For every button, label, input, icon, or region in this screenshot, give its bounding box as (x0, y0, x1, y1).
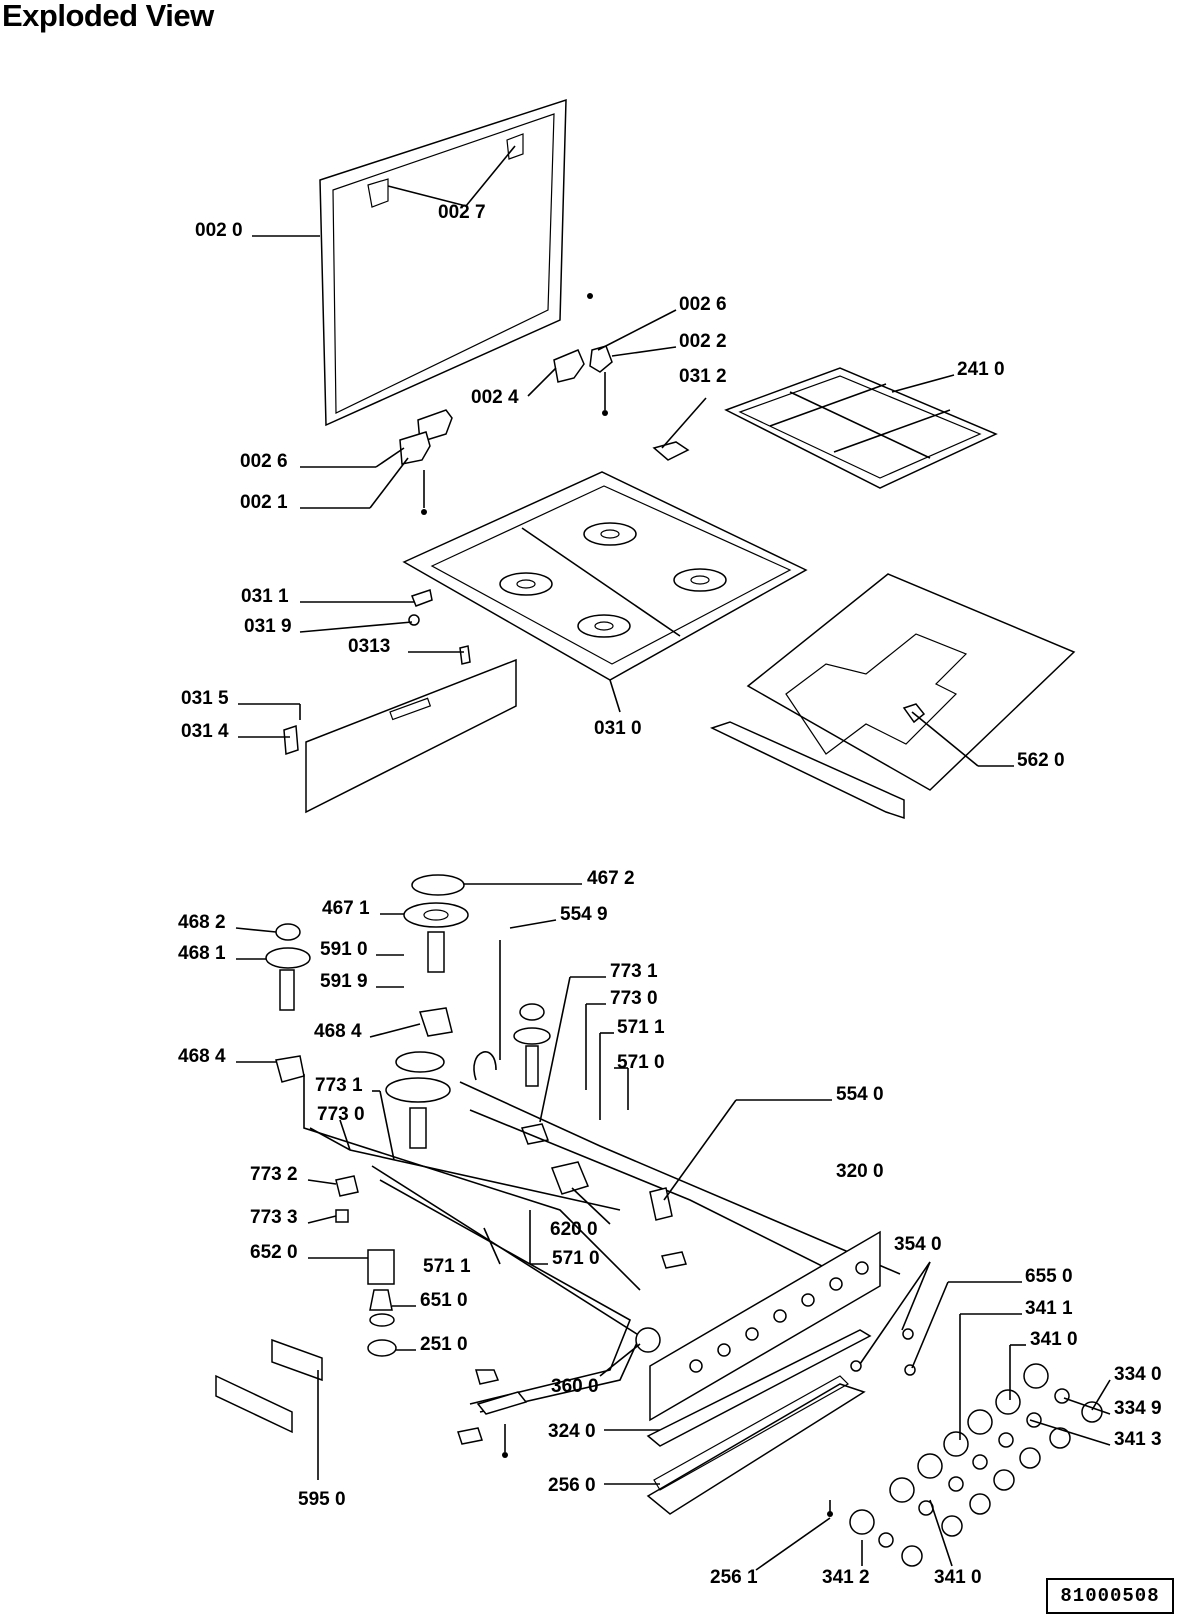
part-callout-label: 468 1 (178, 943, 226, 964)
part-callout-label: 571 0 (552, 1248, 600, 1269)
part-callout-label: 773 1 (315, 1075, 363, 1096)
part-callout-label: 002 2 (679, 331, 727, 352)
part-callout-label: 341 1 (1025, 1298, 1073, 1319)
part-callout-label: 467 2 (587, 868, 635, 889)
part-callout-label: 031 9 (244, 616, 292, 637)
part-callout-label: 571 1 (617, 1017, 665, 1038)
part-callout-label: 031 1 (241, 586, 289, 607)
page-title: Exploded View (2, 0, 214, 33)
hinge-parts (399, 293, 690, 515)
part-callout-label: 256 1 (710, 1567, 758, 1588)
front-strip-part (283, 589, 517, 814)
part-callout-label: 324 0 (548, 1421, 596, 1442)
part-callout-label: 773 0 (610, 988, 658, 1009)
part-callout-label: 251 0 (420, 1334, 468, 1355)
part-callout-label: 562 0 (1017, 750, 1065, 771)
part-callout-label: 467 1 (322, 898, 370, 919)
part-callout-label: 773 3 (250, 1207, 298, 1228)
part-callout-label: 320 0 (836, 1161, 884, 1182)
part-callout-label: 256 0 (548, 1475, 596, 1496)
part-callout-label: 031 0 (594, 718, 642, 739)
part-callout-label: 554 0 (836, 1084, 884, 1105)
part-callout-label: 652 0 (250, 1242, 298, 1263)
part-callout-label: 773 2 (250, 1164, 298, 1185)
part-callout-label: 241 0 (957, 359, 1005, 380)
part-callout-label: 341 3 (1114, 1429, 1162, 1450)
leader-lines (235, 145, 1111, 1571)
drawing-code: 81000508 (1060, 1585, 1160, 1607)
part-callout-label: 554 9 (560, 904, 608, 925)
part-callout-label: 468 4 (178, 1046, 226, 1067)
part-callout-label: 341 0 (934, 1567, 982, 1588)
part-callout-label: 031 5 (181, 688, 229, 709)
part-callout-label: 468 4 (314, 1021, 362, 1042)
part-callout-label: 651 0 (420, 1290, 468, 1311)
part-callout-label: 334 0 (1114, 1364, 1162, 1385)
knob-parts (827, 1363, 1103, 1567)
base-tray-part (710, 573, 1076, 820)
part-callout-label: 360 0 (551, 1376, 599, 1397)
part-callout-label: 334 9 (1114, 1398, 1162, 1419)
part-callout-label: 595 0 (298, 1489, 346, 1510)
part-callout-label: 002 6 (240, 451, 288, 472)
control-panel-part (646, 1230, 881, 1515)
hob-top-part (402, 471, 808, 681)
part-callout-label: 002 7 (438, 202, 486, 223)
part-callout-label: 031 4 (181, 721, 229, 742)
part-callout-label: 591 0 (320, 939, 368, 960)
part-callout-label: 620 0 (550, 1219, 598, 1240)
part-callout-label: 031 2 (679, 366, 727, 387)
part-callout-label: 002 1 (240, 492, 288, 513)
part-callout-label: 354 0 (894, 1234, 942, 1255)
burner-parts (265, 874, 551, 1149)
callout-labels: 002 0 002 7 002 6 002 2 002 4 031 2 241 0 002 6… (178, 202, 1162, 1588)
part-callout-label: 002 4 (471, 387, 519, 408)
part-callout-label: 341 2 (822, 1567, 870, 1588)
part-callout-label: 468 2 (178, 912, 226, 933)
part-callout-label: 002 6 (679, 294, 727, 315)
drawing-code-box: 81000508 (1046, 1578, 1174, 1614)
part-callout-label: 002 0 (195, 220, 243, 241)
part-callout-label: 571 0 (617, 1052, 665, 1073)
part-callout-label: 0313 (348, 636, 390, 657)
part-callout-label: 773 0 (317, 1104, 365, 1125)
part-callout-label: 571 1 (423, 1256, 471, 1277)
gas-pipes (303, 940, 901, 1413)
lid-part (319, 98, 567, 427)
part-callout-label: 591 9 (320, 971, 368, 992)
part-callout-label: 341 0 (1030, 1329, 1078, 1350)
pan-support-part (724, 367, 998, 489)
part-callout-label: 773 1 (610, 961, 658, 982)
part-callout-label: 655 0 (1025, 1266, 1073, 1287)
